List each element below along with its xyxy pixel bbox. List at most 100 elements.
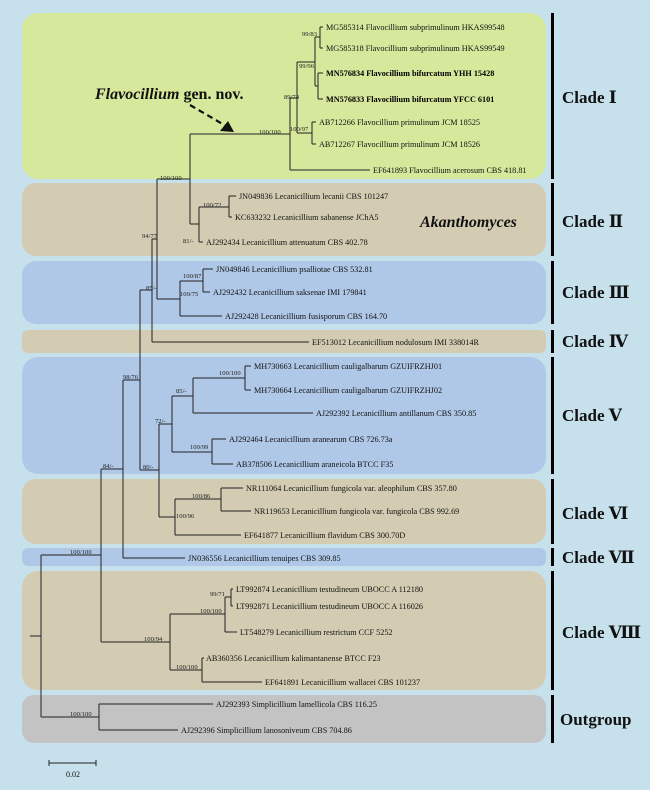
arrow-line xyxy=(189,104,227,127)
support-value: 80/- xyxy=(143,464,154,471)
support-value: 89/74 xyxy=(284,94,300,101)
support-value: 100/94 xyxy=(144,636,163,643)
clade-label: Clade Ⅱ xyxy=(562,212,623,231)
leaf-label: MH730663 Lecanicillium cauligalbarum GZU… xyxy=(254,362,442,371)
support-value: 100/100 xyxy=(70,711,92,718)
support-value: 100/97 xyxy=(290,126,309,133)
leaf-label: AJ292464 Lecanicillium aranearum CBS 726… xyxy=(229,435,393,444)
clade-label: Clade Ⅲ xyxy=(562,283,629,302)
leaf-label: KC633232 Lecanicillium sabanense JChA5 xyxy=(235,213,378,222)
support-value: 100/100 xyxy=(160,175,182,182)
leaf-label: NR119653 Lecanicillium fungicola var. fu… xyxy=(254,507,459,516)
outgroup-box xyxy=(22,695,546,743)
support-value: 84/- xyxy=(103,463,114,470)
leaf-label: AB378506 Lecanicillium araneicola BTCC F… xyxy=(236,460,393,469)
scale-bar-line xyxy=(48,760,97,766)
annotations: Flavocillium gen. nov. Akanthomyces xyxy=(94,86,517,231)
support-values: 99/83 99/96 89/74 100/97 100/100 100/100… xyxy=(70,31,318,718)
support-value: 72/- xyxy=(155,418,166,425)
clade-5-box xyxy=(22,357,546,474)
support-value: 100/100 xyxy=(219,370,241,377)
leaf-label: AB712267 Flavocillium primulinum JCM 185… xyxy=(319,140,480,149)
leaf-label: JN049846 Lecanicillium psalliotae CBS 53… xyxy=(216,265,373,274)
clade-labels: Clade Ⅰ Clade Ⅱ Clade Ⅲ Clade Ⅳ Clade Ⅴ … xyxy=(560,88,641,729)
leaf-label: EF513012 Lecanicillium nodulosum IMI 338… xyxy=(312,338,479,347)
support-value: 85/- xyxy=(146,285,157,292)
support-value: 81/- xyxy=(183,238,194,245)
clade-6-bar xyxy=(551,479,554,544)
support-value: 100/86 xyxy=(192,493,211,500)
support-value: 100/96 xyxy=(176,513,195,520)
leaf-label: MN576833 Flavocillium bifurcatum YFCC 61… xyxy=(326,95,494,104)
clade-3-box xyxy=(22,261,546,324)
outgroup-bar xyxy=(551,695,554,743)
clade-4-bar xyxy=(551,330,554,353)
leaf-label: AB712266 Flavocillium primulinum JCM 185… xyxy=(319,118,480,127)
support-value: 100/72 xyxy=(203,202,221,209)
leaf-label: LT992874 Lecanicillium testudineum UBOCC… xyxy=(236,585,423,594)
leaf-label: JN036556 Lecanicillium tenuipes CBS 309.… xyxy=(188,554,341,563)
genus-name: Flavocillium xyxy=(94,86,179,103)
leaf-labels: MG585314 Flavocillium subprimulinum HKAS… xyxy=(181,23,527,735)
leaf-label: AJ292434 Lecanicillium attenuatum CBS 40… xyxy=(206,238,368,247)
clade-label: Outgroup xyxy=(560,710,632,729)
leaf-label: EF641891 Lecanicillium wallacei CBS 1012… xyxy=(265,678,420,687)
clade-1-box xyxy=(22,13,546,179)
support-value: 100/87 xyxy=(183,273,202,280)
clade-7-bar xyxy=(551,548,554,566)
leaf-label: AJ292432 Lecanicillium saksenae IMI 1798… xyxy=(213,288,367,297)
genus-annotation: Flavocillium gen. nov. xyxy=(94,86,243,103)
clade-bars xyxy=(551,13,554,743)
branch xyxy=(123,290,141,470)
clade-label: Clade Ⅳ xyxy=(562,332,629,351)
clade-2-box xyxy=(22,183,546,256)
leaf-label: AJ292396 Simplicillium lanosoniveum CBS … xyxy=(181,726,352,735)
clade-3-bar xyxy=(551,261,554,324)
support-value: 85/- xyxy=(176,388,187,395)
clade-2-bar xyxy=(551,183,554,256)
support-value: 100/75 xyxy=(180,291,199,298)
akanthomyces-annotation: Akanthomyces xyxy=(419,214,517,231)
leaf-label: AJ292393 Simplicillium lamellicola CBS 1… xyxy=(216,700,377,709)
support-value: 98/76 xyxy=(123,374,139,381)
support-value: 99/96 xyxy=(299,63,315,70)
support-value: 100/100 xyxy=(200,608,222,615)
clade-1-bar xyxy=(551,13,554,179)
clade-8-box xyxy=(22,571,546,690)
leaf-label: NR111064 Lecanicillium fungicola var. al… xyxy=(246,484,457,493)
leaf-label: EF641893 Flavocillium acerosum CBS 418.8… xyxy=(373,166,527,175)
leaf-label: MG585314 Flavocillium subprimulinum HKAS… xyxy=(326,23,505,32)
support-value: 100/99 xyxy=(190,444,209,451)
clade-6-box xyxy=(22,479,546,544)
support-value: 100/100 xyxy=(176,664,198,671)
leaf-label: LT548279 Lecanicillium restrictum CCF 52… xyxy=(240,628,393,637)
clade-label: Clade Ⅵ xyxy=(562,504,628,523)
tree-branches xyxy=(30,26,370,731)
clade-7-box xyxy=(22,548,546,566)
leaf-label: MG585318 Flavocillium subprimulinum HKAS… xyxy=(326,44,505,53)
support-value: 100/100 xyxy=(259,129,281,136)
leaf-label: JN049836 Lecanicillium lecanii CBS 10124… xyxy=(239,192,388,201)
scale-bar-label: 0.02 xyxy=(66,770,80,779)
leaf-label: AB360356 Lecanicillium kalimantanense BT… xyxy=(206,654,381,663)
clade-8-bar xyxy=(551,571,554,690)
clade-label: Clade Ⅶ xyxy=(562,548,635,567)
arrow-head xyxy=(220,121,234,132)
clade-label: Clade Ⅰ xyxy=(562,88,617,107)
scale-bar: 0.02 xyxy=(48,760,97,779)
leaf-label: AJ292428 Lecanicillium fusisporum CBS 16… xyxy=(225,312,387,321)
support-value: 99/71 xyxy=(210,591,225,598)
leaf-label: EF641877 Lecanicillium flavidum CBS 300.… xyxy=(244,531,405,540)
leaf-label: MH730664 Lecanicillium cauligalbarum GZU… xyxy=(254,386,442,395)
support-value: 100/100 xyxy=(70,549,92,556)
leaf-label: MN576834 Flavocillium bifurcatum YHH 154… xyxy=(326,69,494,78)
clade-5-bar xyxy=(551,357,554,474)
leaf-label: LT992871 Lecanicillium testudineum UBOCC… xyxy=(236,602,423,611)
clade-label: Clade Ⅷ xyxy=(562,623,641,642)
support-value: 94/77 xyxy=(142,233,158,240)
genus-suffix: gen. nov. xyxy=(179,86,243,103)
clade-label: Clade Ⅴ xyxy=(562,406,623,425)
leaf-label: AJ292392 Lecanicillium antillanum CBS 35… xyxy=(316,409,476,418)
support-value: 99/83 xyxy=(302,31,318,38)
